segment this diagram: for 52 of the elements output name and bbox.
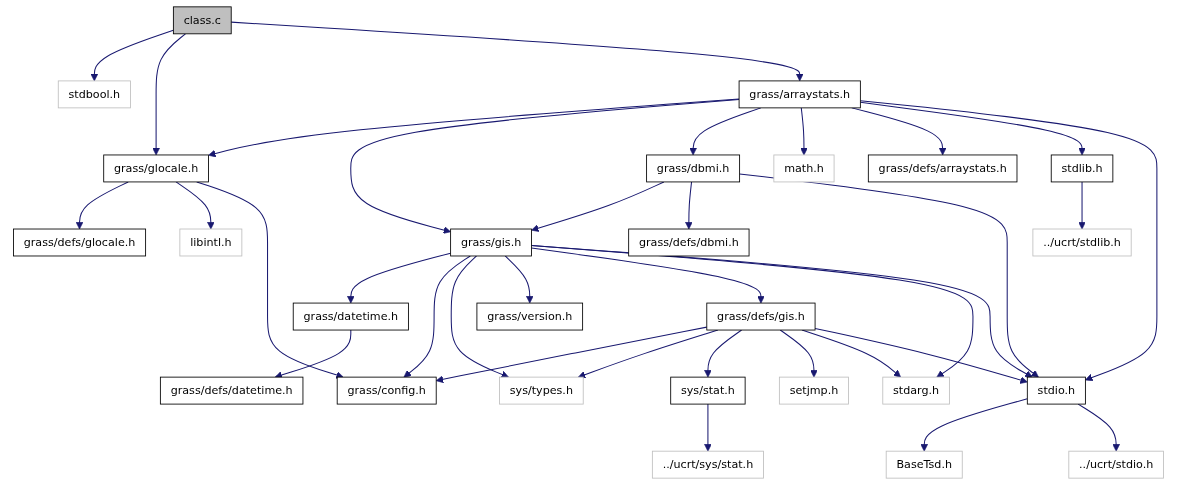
- arrow: [1078, 181, 1086, 230]
- arrow: [347, 252, 452, 304]
- node-box: sys/stat.h: [670, 376, 746, 405]
- arrow: [435, 326, 708, 384]
- node-box: stdio.h: [1026, 376, 1086, 405]
- node-box: class.c: [172, 6, 232, 35]
- arrow: [450, 255, 509, 379]
- node-box: grass/defs/glocale.h: [13, 228, 147, 257]
- node-box: math.h: [773, 154, 835, 183]
- arrow: [800, 107, 808, 156]
- arrow: [350, 98, 740, 234]
- node-box: ../ucrt/stdlib.h: [1032, 228, 1132, 257]
- arrow: [531, 247, 765, 304]
- node-box: setjmp.h: [778, 376, 849, 405]
- node-box: grass/dbmi.h: [646, 154, 741, 183]
- arrow: [504, 255, 534, 304]
- arrow: [814, 327, 1028, 384]
- node-box: grass/defs/dbmi.h: [628, 228, 750, 257]
- node-box: stdlib.h: [1050, 154, 1114, 183]
- node-box: ../ucrt/sys/stat.h: [651, 450, 764, 479]
- arrow: [403, 255, 471, 378]
- arrow: [739, 173, 1039, 378]
- node-box: stdarg.h: [882, 376, 950, 405]
- arrow: [685, 181, 693, 230]
- arrow: [274, 329, 352, 379]
- node-box: grass/arraystats.h: [738, 80, 861, 109]
- arrow: [152, 33, 186, 156]
- node-box: grass/gis.h: [450, 228, 532, 257]
- arrow: [704, 403, 712, 452]
- arrow: [531, 181, 665, 232]
- arrow: [75, 181, 129, 230]
- arrow: [175, 181, 215, 230]
- node-box: grass/version.h: [476, 302, 584, 331]
- arrow: [779, 329, 818, 378]
- node-box: ../ucrt/stdio.h: [1068, 450, 1164, 479]
- node-box: grass/defs/arraystats.h: [867, 154, 1018, 183]
- arrow: [90, 29, 174, 82]
- node-box: grass/defs/gis.h: [706, 302, 816, 331]
- arrow: [859, 100, 1158, 382]
- arrow: [230, 21, 804, 82]
- arrow: [704, 329, 743, 378]
- node-box: libintl.h: [179, 228, 243, 257]
- arrow: [859, 101, 1086, 156]
- node-box: BaseTsd.h: [885, 450, 963, 479]
- node-box: stdbool.h: [57, 80, 131, 109]
- node-box: sys/types.h: [499, 376, 584, 405]
- node-box: grass/datetime.h: [292, 302, 409, 331]
- arrow: [1077, 403, 1120, 452]
- arrow: [920, 398, 1028, 452]
- node-box: grass/glocale.h: [103, 154, 209, 183]
- node-box: grass/defs/datetime.h: [159, 376, 304, 405]
- node-box: grass/config.h: [336, 376, 437, 405]
